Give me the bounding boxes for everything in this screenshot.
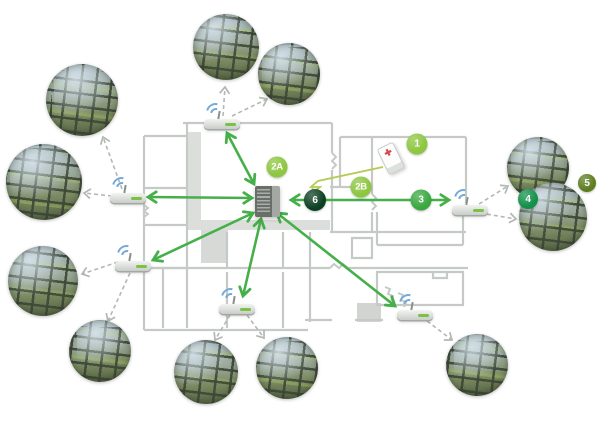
step-badge-4: 4 — [518, 189, 538, 209]
step-badge-2A: 2A — [266, 156, 288, 178]
building-facade-photo — [258, 43, 320, 105]
step-badge-2B: 2B — [350, 176, 372, 198]
status-led — [225, 122, 236, 126]
wifi-router-icon — [202, 99, 240, 129]
building-facade-photo — [174, 340, 238, 404]
status-led — [136, 264, 147, 268]
status-led — [131, 196, 142, 200]
building-facade-photo — [446, 334, 508, 396]
building-facade-photo — [8, 246, 78, 316]
step-badge-3: 3 — [410, 189, 432, 211]
wifi-router-icon — [108, 173, 146, 203]
step-badge-5: 5 — [578, 174, 596, 192]
building-facade-photo — [193, 14, 259, 80]
building-facade-photo — [46, 64, 118, 136]
status-led — [473, 208, 484, 212]
building-facade-photo — [69, 320, 131, 382]
wifi-router-icon — [450, 185, 488, 215]
step-badge-6: 6 — [304, 189, 326, 211]
status-led — [240, 307, 251, 311]
step-badge-1: 1 — [406, 133, 428, 155]
status-led — [418, 313, 429, 317]
wifi-router-icon — [217, 284, 255, 314]
building-facade-photo — [256, 337, 318, 399]
building-facade-photo — [6, 144, 82, 220]
server-tower-icon — [255, 186, 280, 217]
red-cross-icon: ✚ — [382, 146, 394, 159]
wifi-router-icon — [113, 241, 151, 271]
dashed-wireless-links — [80, 85, 518, 342]
wifi-router-icon — [395, 290, 433, 320]
